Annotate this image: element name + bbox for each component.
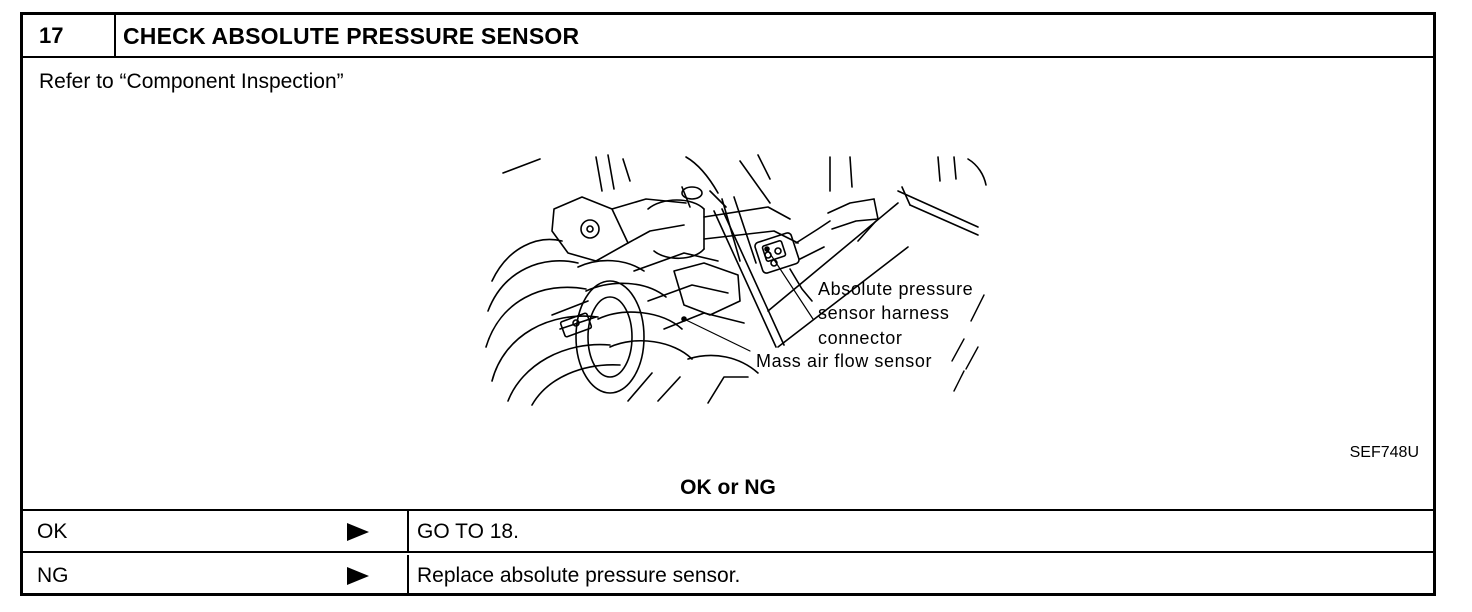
result-action: GO TO 18. <box>417 520 519 543</box>
instruction-text: Refer to “Component Inspection” <box>39 70 344 93</box>
result-action: Replace absolute pressure sensor. <box>417 564 741 587</box>
result-row-ok: OK GO TO 18. <box>23 511 1433 553</box>
label-sensor-line3: connector <box>818 328 903 348</box>
column-divider <box>407 511 409 551</box>
arrow-right-icon <box>347 523 369 541</box>
arrow-right-icon <box>347 567 369 585</box>
engine-bay-drawing <box>485 154 987 406</box>
result-label: OK <box>37 520 68 543</box>
engine-bay-illustration: Absolute pressure sensor harness connect… <box>478 151 988 409</box>
label-sensor-line2: sensor harness <box>818 303 950 323</box>
figure-code: SEF748U <box>1349 444 1419 461</box>
result-row-ng: NG Replace absolute pressure sensor. <box>23 555 1433 596</box>
step-header: 17 CHECK ABSOLUTE PRESSURE SENSOR <box>23 15 1433 58</box>
step-title: CHECK ABSOLUTE PRESSURE SENSOR <box>123 23 580 49</box>
inspection-table: 17 CHECK ABSOLUTE PRESSURE SENSOR Refer … <box>20 12 1436 596</box>
verdict-heading: OK or NG <box>680 476 776 499</box>
step-body: Refer to “Component Inspection” <box>23 58 1433 511</box>
label-maf-sensor: Mass air flow sensor <box>756 351 933 371</box>
column-divider <box>407 555 409 596</box>
step-number: 17 <box>23 15 116 56</box>
label-sensor-line1: Absolute pressure <box>818 279 974 299</box>
result-label: NG <box>37 564 69 587</box>
